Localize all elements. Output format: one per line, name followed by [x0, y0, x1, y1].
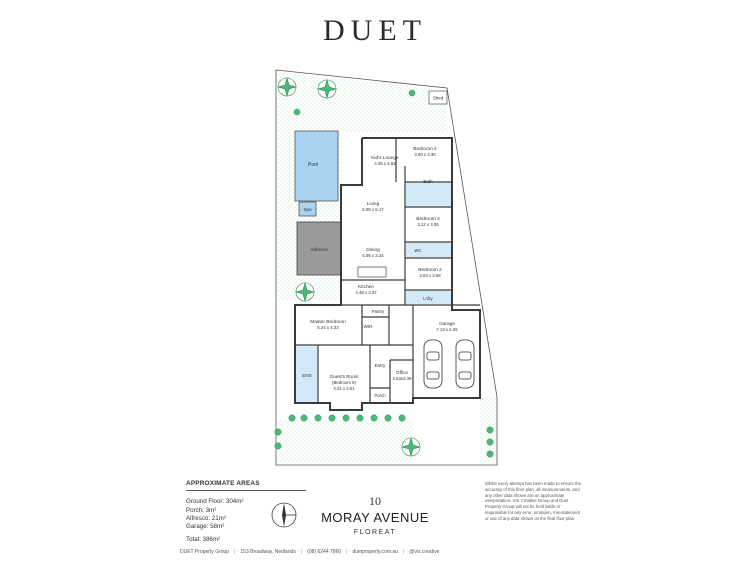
laundry-area	[406, 291, 451, 304]
shed	[428, 90, 448, 105]
bedroom2-label: Bedroom 2	[418, 267, 442, 273]
dining-size: 5.95 x 3.34	[362, 253, 384, 258]
front-garden	[278, 420, 413, 463]
area-porch: Porch: 3m²	[186, 506, 217, 514]
guest-room-sub: (Bedroom 5)	[332, 380, 356, 385]
bedroom2-size: 3.63 x 3.68	[419, 273, 441, 278]
dining-label: Dining	[366, 247, 380, 253]
bedroom4-size: 3.60 x 3.30	[414, 152, 436, 157]
area-total: Total: 386m²	[186, 536, 221, 544]
ensuite-label: ENS	[302, 373, 311, 378]
areas-heading: APPROXIMATE AREAS	[186, 480, 306, 492]
bedroom4-label: Bedroom 4	[413, 146, 437, 152]
house-walls	[294, 137, 481, 411]
kitchen-label: Kitchen	[358, 284, 374, 290]
office-label: Office	[396, 370, 408, 375]
spa	[298, 201, 317, 217]
alfresco	[296, 221, 342, 276]
master-bedroom-label: Master Bedroom	[310, 319, 345, 325]
wir-label: WIR	[364, 324, 373, 329]
pantry-label: Pantry	[372, 309, 385, 314]
pool-label: Pool	[308, 162, 318, 168]
shed-label: Shed	[433, 96, 444, 101]
footer: DUET Property Group|153 Broadway, Nedlan…	[180, 549, 440, 555]
approximate-areas: APPROXIMATE AREAS Ground Floor: 304m² Po…	[186, 480, 306, 545]
interior-walls	[296, 138, 480, 403]
pool	[294, 130, 339, 202]
north-arrow-icon	[271, 502, 297, 528]
kids-lounge-size: 4.35 x 4.84	[374, 161, 396, 166]
living-label: Living	[367, 201, 380, 207]
area-ground-floor: Ground Floor: 304m²	[186, 498, 244, 506]
footer-website[interactable]: duetproperty.com.au	[352, 549, 398, 555]
wc-label: WC	[414, 248, 421, 253]
bath-area	[406, 183, 451, 206]
street-number: 10	[369, 494, 381, 508]
tree-icon	[316, 78, 338, 100]
garage-label: Garage	[439, 321, 455, 327]
tree-icon	[276, 76, 298, 98]
disclaimer-text: Whilst every attempt has been made to en…	[485, 481, 582, 521]
wc-area	[406, 243, 451, 257]
rear-garden	[278, 72, 447, 132]
garage-size: 7.13 x 6.25	[436, 327, 458, 332]
area-garage: Garage: 58m²	[186, 523, 225, 531]
suburb: FLOREAT	[353, 529, 397, 536]
footer-address: 153 Broadway, Nedlands	[240, 549, 296, 555]
footer-phone: (08) 6244 7860	[307, 549, 342, 555]
office-size: 2.63x3.36	[393, 376, 412, 381]
spa-label: Spa	[303, 207, 312, 212]
kitchen-island	[357, 266, 387, 278]
guest-room-label: Guest's Room	[330, 374, 359, 379]
porch-label: Porch	[374, 393, 386, 398]
brand-logo: DUET	[323, 14, 427, 47]
master-bedroom-size: 5.24 x 4.33	[317, 325, 339, 330]
tree-icon	[400, 436, 422, 458]
guest-room-size: 4.01 x 4.51	[333, 386, 355, 391]
ensuite-area	[296, 346, 317, 402]
hedge-trees	[274, 89, 494, 458]
entry-label: Entry	[375, 363, 386, 368]
tree-icon	[294, 281, 316, 303]
footer-company: DUET Property Group	[180, 549, 230, 555]
bedroom3-label: Bedroom 3	[416, 216, 440, 222]
bath-label: Bath	[423, 179, 433, 184]
lot-boundary	[275, 69, 498, 466]
laundry-label: L'dry	[423, 296, 433, 301]
alfresco-label: Alfresco	[310, 247, 328, 253]
street-name: MORAY AVENUE	[321, 510, 429, 525]
footer-credit: @vis.creative	[409, 549, 440, 555]
car-icon	[423, 339, 443, 389]
living-size: 5.95 x 5.17	[362, 207, 384, 212]
kids-lounge-label: Kid's Lounge	[371, 155, 399, 161]
car-icon	[455, 339, 475, 389]
bedroom3-size: 3.12 x 3.05	[417, 222, 439, 227]
kitchen-size: 4.48 x 3.37	[355, 290, 377, 295]
area-alfresco: Alfresco: 21m²	[186, 514, 226, 522]
